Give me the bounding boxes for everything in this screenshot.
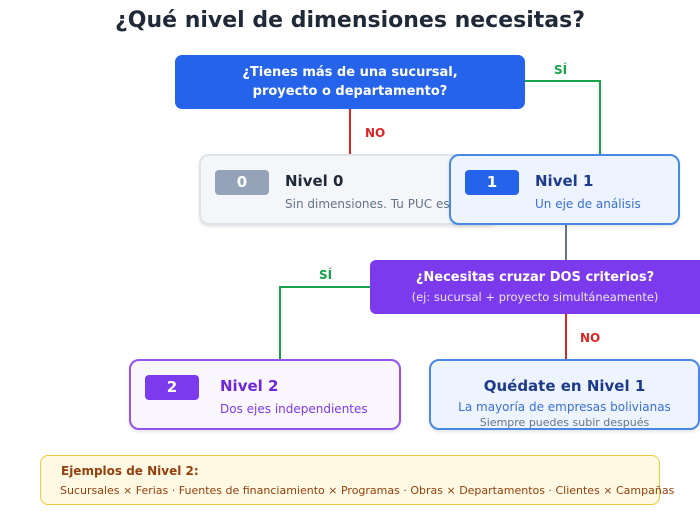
question1-line2: proyecto o departamento?	[252, 84, 448, 99]
question-two-criteria: ¿Necesitas cruzar DOS criterios? (ej: su…	[370, 260, 700, 314]
level2-badge: 2	[145, 375, 199, 400]
level2-title: Nivel 2	[220, 377, 279, 395]
level0-title: Nivel 0	[285, 172, 344, 190]
no-label-q2: NO	[580, 331, 601, 345]
examples-body: Sucursales × Ferias · Fuentes de financi…	[60, 484, 675, 497]
stay-subtitle: La mayoría de empresas bolivianas	[458, 400, 671, 414]
level2-card: 2 Nivel 2 Dos ejes independientes	[129, 359, 401, 430]
examples-title: Ejemplos de Nivel 2:	[61, 464, 199, 478]
level0-subtitle: Sin dimensiones. Tu PUC es suficiente	[285, 197, 499, 211]
question1-line1: ¿Tienes más de una sucursal,	[242, 65, 458, 80]
level1-title: Nivel 1	[535, 172, 594, 190]
yes-connector-q2	[279, 286, 370, 360]
stay-title: Quédate en Nivel 1	[483, 377, 646, 395]
yes-label-q1: SÍ	[554, 63, 568, 77]
stay-note: Siempre puedes subir después	[479, 416, 650, 429]
level1-badge: 1	[465, 170, 519, 195]
question-multiple-units: ¿Tienes más de una sucursal, proyecto o …	[175, 55, 525, 109]
examples-box: Ejemplos de Nivel 2: Sucursales × Ferias…	[40, 455, 674, 505]
yes-connector-q1	[525, 80, 601, 155]
level1-card: 1 Nivel 1 Un eje de análisis	[449, 154, 680, 225]
question2-line1: ¿Necesitas cruzar DOS criterios?	[415, 270, 655, 285]
yes-label-q2: SÍ	[319, 268, 333, 282]
page-title: ¿Qué nivel de dimensiones necesitas?	[115, 8, 585, 33]
level0-badge: 0	[215, 170, 269, 195]
level1-subtitle: Un eje de análisis	[535, 197, 641, 211]
no-label-q1: NO	[365, 126, 386, 140]
stay-level1-card: Quédate en Nivel 1 La mayoría de empresa…	[429, 359, 700, 430]
level2-subtitle: Dos ejes independientes	[220, 402, 368, 416]
question2-line2: (ej: sucursal + proyecto simultáneamente…	[411, 290, 659, 304]
